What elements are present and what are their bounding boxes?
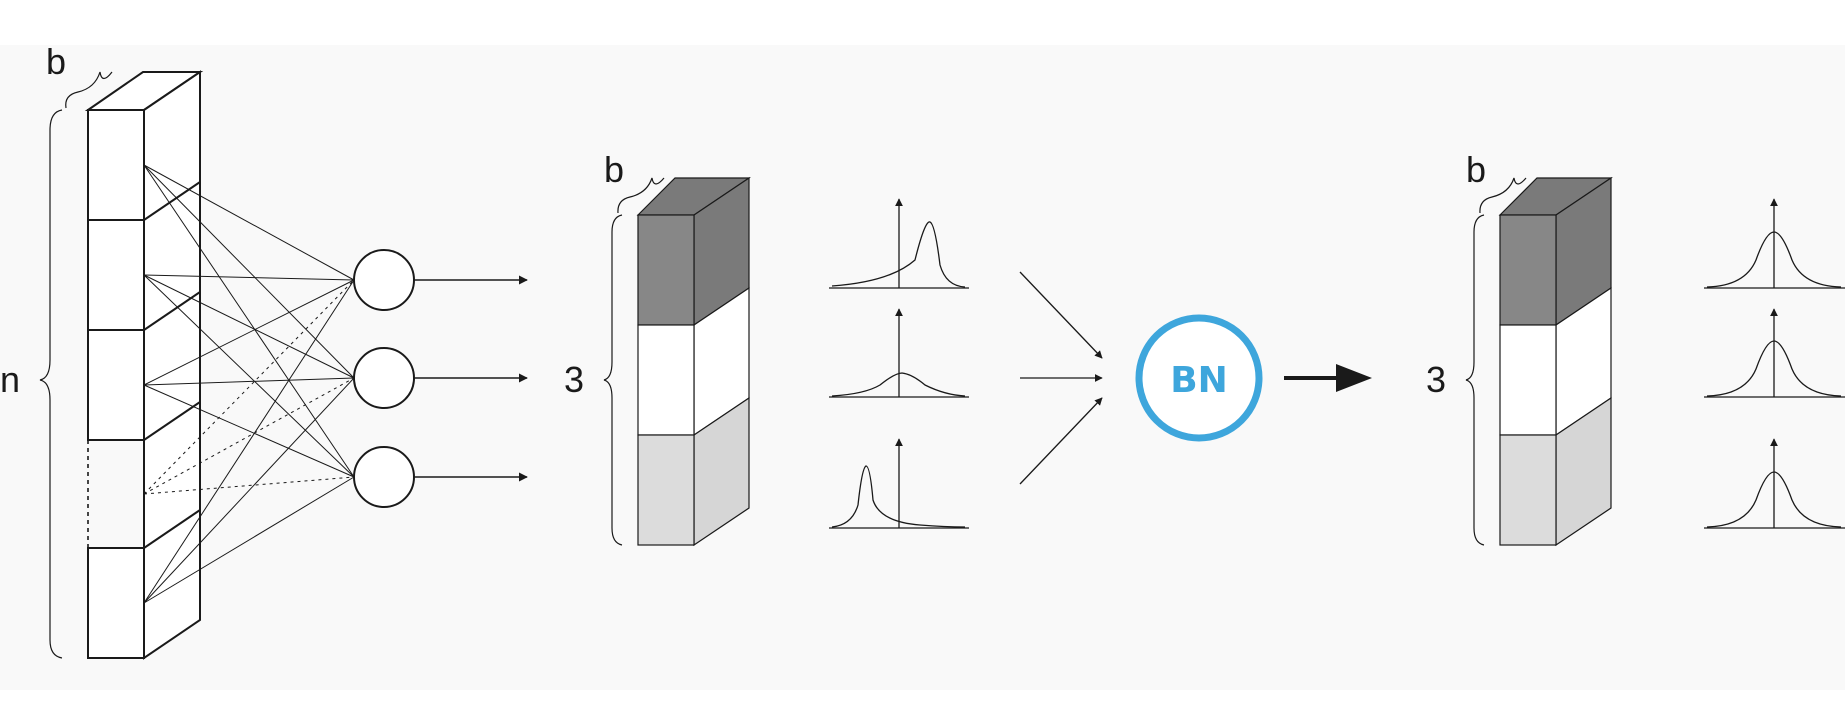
dist-before-3 (829, 438, 969, 529)
distributions-after (1704, 198, 1845, 529)
brace-b-1 (65, 71, 113, 109)
label-b-1: b (46, 41, 66, 82)
bn-input-arrows (1019, 271, 1103, 485)
batch-stack-after (1498, 176, 1613, 547)
neuron-1 (353, 249, 415, 311)
label-3-1: 3 (564, 359, 584, 400)
label-b-3: b (1466, 149, 1486, 190)
brace-3-2 (1465, 214, 1485, 546)
neurons (353, 249, 415, 508)
fc-connections-dotted (143, 279, 355, 495)
dist-after-2 (1704, 308, 1845, 398)
input-stack (84, 70, 204, 660)
bn-label: BN (1170, 360, 1228, 401)
bn-output-arrow (1284, 364, 1372, 392)
brace-b-3 (1479, 177, 1527, 214)
label-n: n (0, 359, 20, 400)
fc-connections (143, 164, 355, 604)
neuron-2 (353, 347, 415, 409)
dist-after-3 (1704, 438, 1845, 529)
brace-n (39, 109, 63, 659)
distributions-before (829, 198, 969, 529)
neuron-outputs (414, 275, 528, 482)
dist-before-2 (829, 308, 969, 398)
label-b-2: b (604, 149, 624, 190)
brace-3-1 (603, 214, 623, 546)
dist-after-1 (1704, 198, 1845, 289)
brace-b-2 (617, 177, 665, 214)
bn-node: BN (1135, 314, 1263, 442)
batch-stack-before (636, 176, 751, 547)
label-3-2: 3 (1426, 359, 1446, 400)
omitted-block (87, 402, 201, 548)
dist-before-1 (829, 198, 969, 289)
neuron-3 (353, 446, 415, 508)
